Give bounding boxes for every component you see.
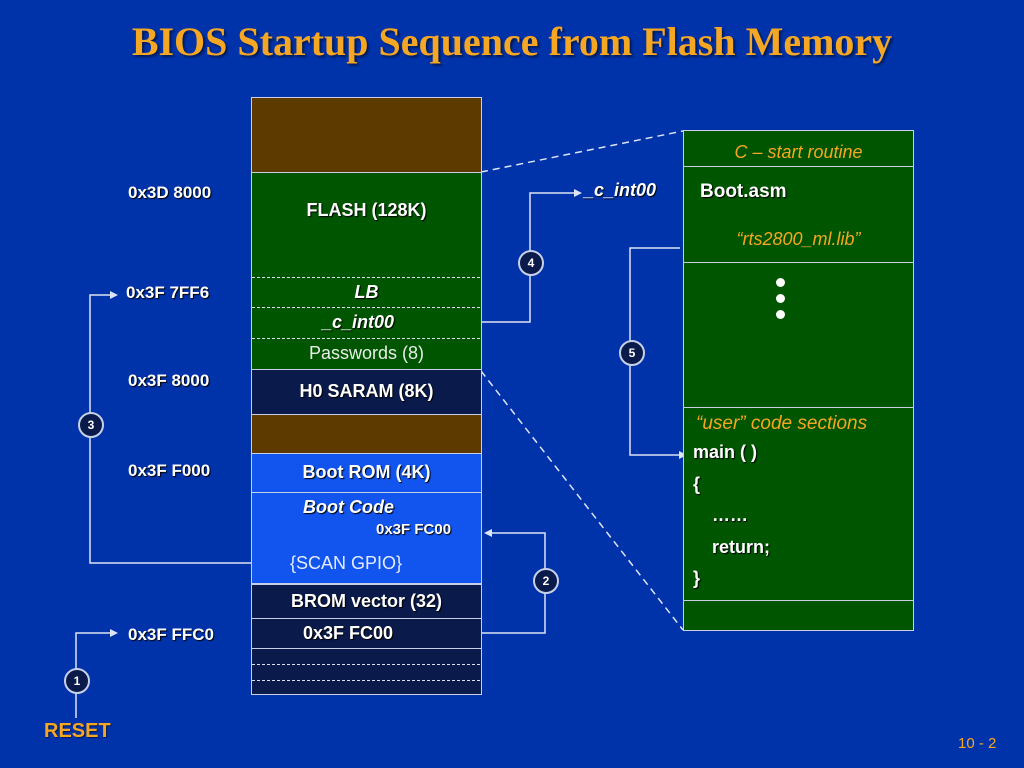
address-label: 0x3F 8000 <box>128 371 210 390</box>
code-panel <box>683 130 914 631</box>
boot-rom-label: Boot ROM (4K) <box>302 462 431 482</box>
divider <box>684 407 913 408</box>
page-number: 10 - 2 <box>958 735 997 752</box>
return-label: return; <box>712 537 770 557</box>
c-int00-callout: _c_int00 <box>584 180 657 200</box>
open-brace: { <box>693 474 701 494</box>
step-3-badge: 3 <box>78 412 104 438</box>
lb-label: LB <box>354 282 379 302</box>
zoom-line-top <box>480 130 684 173</box>
divider <box>252 277 480 278</box>
code-panel-header: C – start routine <box>734 142 863 162</box>
step-1-badge: 1 <box>64 668 90 694</box>
scan-gpio-label: {SCAN GPIO} <box>290 553 403 573</box>
vector-value: 0x3F FC00 <box>303 623 394 643</box>
address-label: 0x3D 8000 <box>128 183 212 202</box>
brom-vector-label: BROM vector (32) <box>290 591 443 611</box>
ellipsis-dot <box>776 294 785 303</box>
divider <box>252 664 480 665</box>
divider <box>684 600 913 601</box>
boot-code-address: 0x3F FC00 <box>376 521 452 538</box>
user-sections-label: “user” code sections <box>696 413 868 434</box>
reset-label: RESET <box>44 720 111 742</box>
zoom-line-bottom <box>480 370 684 631</box>
close-brace: } <box>693 568 701 588</box>
divider <box>252 492 481 493</box>
lib-label: “rts2800_ml.lib” <box>736 229 861 249</box>
address-label: 0x3F F000 <box>128 461 211 480</box>
divider <box>252 307 480 308</box>
c-int00-flash-label: _c_int00 <box>322 312 395 332</box>
boot-code-label: Boot Code <box>303 497 394 517</box>
h0-saram-label: H0 SARAM (8K) <box>299 381 434 401</box>
code-ellipsis: …… <box>712 505 748 525</box>
reserved-block-top <box>251 97 482 173</box>
boot-rom-block <box>251 453 482 584</box>
step-4-badge: 4 <box>518 250 544 276</box>
address-label: 0x3F FFC0 <box>128 625 214 644</box>
step-2-badge: 2 <box>533 568 559 594</box>
ellipsis-dot <box>776 278 785 287</box>
divider <box>684 262 913 263</box>
divider <box>684 166 913 167</box>
boot-asm-label: Boot.asm <box>700 181 787 202</box>
flash-label: FLASH (128K) <box>306 200 427 220</box>
divider <box>252 680 480 681</box>
slide-title: BIOS Startup Sequence from Flash Memory <box>131 19 893 64</box>
divider <box>252 338 480 339</box>
main-label: main ( ) <box>693 442 758 462</box>
passwords-label: Passwords (8) <box>308 343 425 363</box>
step-5-badge: 5 <box>619 340 645 366</box>
address-label: 0x3F 7FF6 <box>126 283 210 302</box>
vector-spare-block <box>251 648 482 695</box>
reserved-block-mid <box>251 414 482 454</box>
ellipsis-dot <box>776 310 785 319</box>
